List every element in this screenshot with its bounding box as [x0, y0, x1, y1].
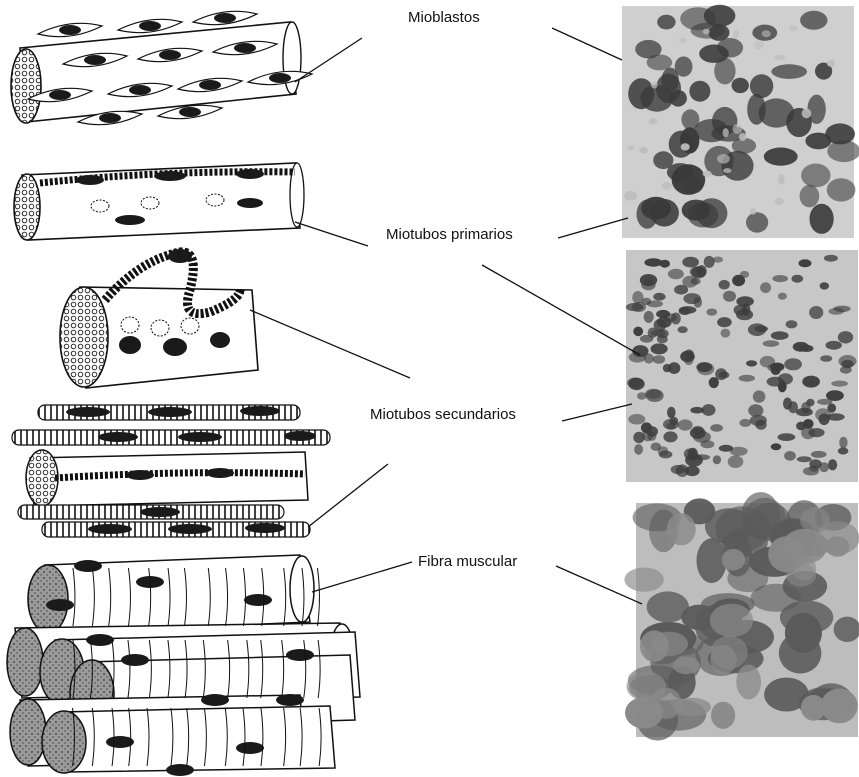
primary-myotubes-illustration [14, 163, 304, 240]
pointer-secundarios-lower [308, 464, 388, 527]
pointer-primarios-right [558, 218, 628, 238]
micrograph-fibra-muscular [624, 492, 859, 740]
myotube-growth-illustration [60, 249, 258, 388]
pointer-lines [250, 28, 642, 604]
pointer-secundarios-right [562, 404, 632, 421]
label-miotubos-secundarios: Miotubos secundarios [370, 406, 516, 423]
pointer-primarios-left [295, 222, 368, 246]
muscle-fibers-illustration [7, 555, 360, 776]
pointer-secundarios-mid [250, 310, 410, 378]
label-miotubos-primarios: Miotubos primarios [386, 226, 513, 243]
pointer-mioblastos-left [295, 38, 362, 82]
micrograph-miotubos-primarios [626, 250, 858, 482]
pointer-mioblastos-right [552, 28, 622, 60]
label-mioblastos: Mioblastos [408, 9, 480, 26]
secondary-myotubes-illustration [12, 405, 330, 537]
micrograph-mioblastos [622, 5, 859, 238]
pointer-secundarios-upper [482, 265, 640, 355]
label-fibra-muscular: Fibra muscular [418, 553, 517, 570]
pointer-fibra-left [312, 562, 412, 592]
myoblasts-illustration [11, 11, 312, 124]
